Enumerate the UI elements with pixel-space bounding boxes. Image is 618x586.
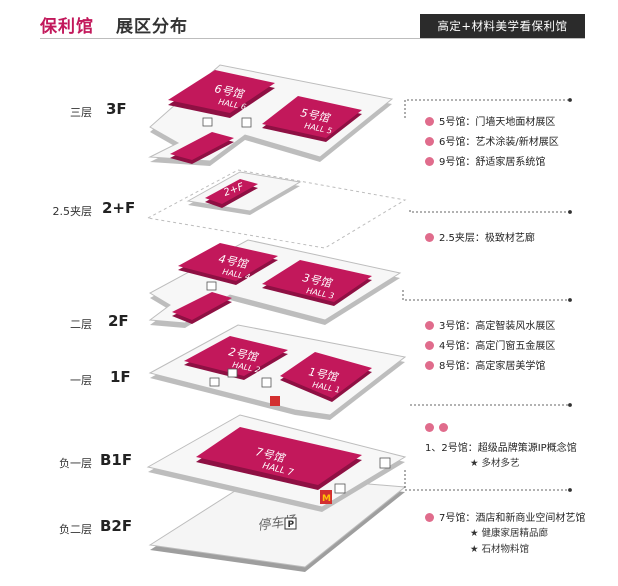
floor-25f: 2+F (146, 169, 407, 249)
legend-item-hall12: 1、2号馆：超级品牌策源IP概念馆 (425, 443, 577, 454)
hall-6: 6号馆 HALL 6 (168, 70, 275, 118)
legend-item-hall4: 4号馆：高定门窗五金展区 (425, 337, 555, 352)
legend-dot-icon (425, 137, 434, 146)
elevator-icon-2f (206, 281, 217, 291)
service-icon (227, 368, 238, 378)
legend-item-hall8: 8号馆：高定家居美学馆 (425, 357, 545, 372)
hall-4-name: 4号馆 (217, 252, 250, 271)
hall-9-top (170, 132, 234, 160)
hall-4: 4号馆 HALL 4 (178, 243, 278, 285)
floor-1f: 2号馆 HALL 2 1号馆 HALL 1 (148, 324, 407, 420)
tagline-banner: 高定+材料美学看保利馆 (420, 14, 585, 38)
level-label-1f-cn: 一层 (70, 374, 92, 387)
hall-1: 1号馆 HALL 1 (280, 352, 372, 402)
info-icon-3f (241, 117, 252, 128)
parking-icon (284, 517, 297, 530)
hall-1-name: 1号馆 (307, 365, 340, 384)
floor-2f: 4号馆 HALL 4 3号馆 HALL 3 (148, 239, 402, 328)
level-label-b2f: B2F (100, 517, 133, 535)
legend-item-hall5: 5号馆：门墙天地面材展区 (425, 113, 555, 128)
legend-dot-icon (425, 423, 434, 432)
header: 保利馆 展区分布 高定+材料美学看保利馆 (0, 0, 618, 40)
legend-dot-icon (425, 513, 434, 522)
parking-icon-label: P (288, 520, 295, 530)
first-aid-icon (270, 396, 280, 406)
level-label-2f-cn: 二层 (70, 318, 92, 331)
info-desk-icon (261, 377, 272, 388)
level-label-2f: 2F (108, 312, 129, 330)
hall-5-name: 5号馆 (299, 106, 332, 125)
page-title: 保利馆 (40, 17, 94, 37)
elevator-icon (209, 377, 220, 387)
level-label-b1f: B1F (100, 451, 133, 469)
header-divider (40, 38, 585, 39)
level-label-3f-cn: 三层 (70, 106, 92, 119)
level-label-25f: 2+F (102, 199, 136, 217)
page-subtitle: 展区分布 (116, 17, 188, 37)
legend-dot-icon (425, 117, 434, 126)
mcdonalds-icon-glyph: M (322, 494, 331, 504)
level-label-b2f-cn: 负二层 (59, 523, 92, 536)
legend-sub-item: ★ 健康家居精品廊 (470, 528, 549, 539)
info-icon (334, 483, 346, 494)
legend-item-hall9: 9号馆：舒适家居系统馆 (425, 153, 545, 168)
floor-3f: 6号馆 HALL 6 5号馆 HALL 5 (148, 64, 394, 166)
legend-dot-icon (425, 321, 434, 330)
level-label-1f: 1F (110, 368, 131, 386)
hall-8-top (172, 292, 232, 320)
hall-6-name: 6号馆 (213, 82, 246, 101)
legend-sub-item: ★ 石材物料馆 (470, 544, 530, 555)
level-label-b1f-cn: 负一层 (59, 457, 92, 470)
legend-dot-icon (425, 157, 434, 166)
floor-b1f: 7号馆 HALL 7 M (146, 414, 407, 512)
hall-3: 3号馆 HALL 3 (262, 260, 372, 306)
legend-connectors (402, 98, 572, 492)
legend-item-mezzanine: 2.5夹层：极致材艺廊 (425, 229, 535, 244)
hall-7: 7号馆 HALL 7 (196, 427, 362, 490)
restroom-icon (379, 457, 391, 469)
level-label-3f: 3F (106, 100, 127, 118)
legend-sub-item: ★ 多材多艺 (470, 458, 520, 469)
hall-2-name: 2号馆 (227, 345, 260, 364)
legend-item-hall7: 7号馆：酒店和新商业空间材艺馆 (425, 509, 585, 524)
legend-item-hall6: 6号馆：艺术涂装/新材展区 (425, 133, 559, 148)
elevator-icon-3f (202, 117, 213, 127)
legend-item-hall3: 3号馆：高定智装风水展区 (425, 317, 555, 332)
legend-item-hall12-dots (425, 423, 453, 434)
legend-dot-icon (439, 423, 448, 432)
legend-dot-icon (425, 361, 434, 370)
legend-dot-icon (425, 233, 434, 242)
legend-dot-icon (425, 341, 434, 350)
hall-5: 5号馆 HALL 5 (262, 96, 362, 142)
mcdonalds-icon (320, 490, 332, 504)
hall-3-name: 3号馆 (301, 271, 334, 290)
level-label-25f-cn: 2.5夹层 (52, 205, 93, 218)
hall-2: 2号馆 HALL 2 (184, 336, 288, 380)
